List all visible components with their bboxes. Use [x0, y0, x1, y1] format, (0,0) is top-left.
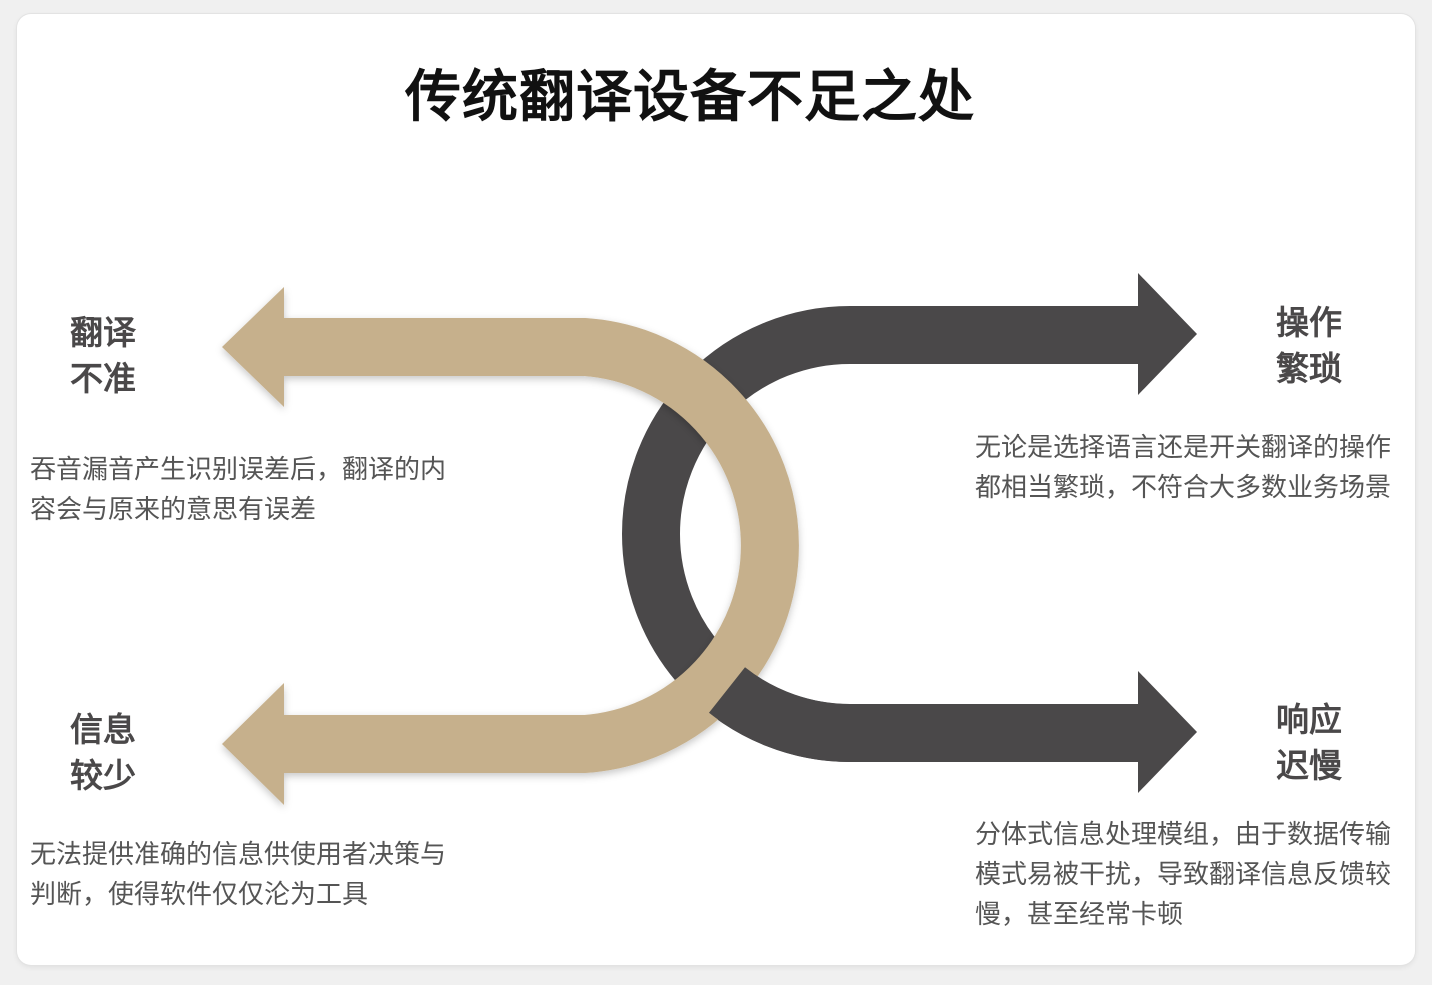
desc-inaccurate-translation: 吞音漏音产生识别误差后，翻译的内容会与原来的意思有误差: [30, 455, 447, 525]
dark-band-overlap: [709, 666, 1140, 762]
page-title: 传统翻译设备不足之处: [405, 65, 975, 130]
arrow-head-top-left: [222, 287, 284, 407]
tan-curved-band: [222, 287, 799, 805]
desc-complex-operation: 无论是选择语言还是开关翻译的操作都相当繁琐，不符合大多数业务场景: [975, 433, 1392, 503]
heading-complex-operation: 操作 繁琐: [1276, 303, 1342, 388]
desc-limited-information: 无法提供准确的信息供使用者决策与判断，使得软件仅仅沦为工具: [30, 840, 447, 910]
arrow-head-top-right: [1138, 273, 1197, 395]
desc-slow-response: 分体式信息处理模组，由于数据传输模式易被干扰，导致翻译信息反馈较慢，甚至经常卡顿: [975, 820, 1392, 930]
arrow-head-bottom-right: [1138, 671, 1197, 793]
arrow-head-bottom-left: [222, 683, 284, 805]
slide-card: [17, 14, 1415, 965]
heading-limited-information: 信息 较少: [70, 710, 136, 795]
heading-inaccurate-translation: 翻译 不准: [70, 313, 136, 398]
heading-slow-response: 响应 迟慢: [1276, 700, 1342, 785]
